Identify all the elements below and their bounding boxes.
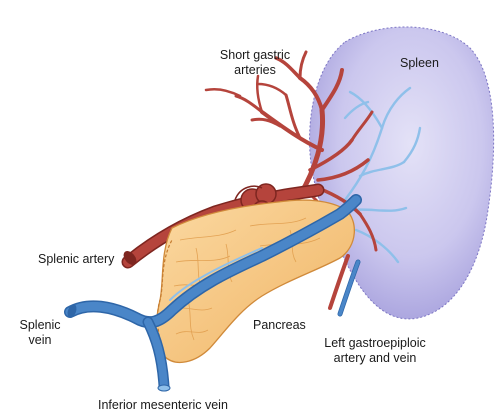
label-pancreas: Pancreas [253,318,306,332]
label-splenic-artery: Splenic artery [38,252,115,266]
label-line: arteries [234,63,276,77]
splenic-vein [64,194,362,329]
left-gastroepiploic-vessels [328,254,361,317]
label-line: Splenic [19,318,61,332]
label-line: Short gastric [219,48,291,62]
label-short-gastric-arteries: Short gastric arteries [200,48,310,78]
label-line: Left gastroepiploic [324,336,426,350]
label-splenic-vein: Splenic vein [10,318,70,348]
label-inferior-mesenteric-vein: Inferior mesenteric vein [98,398,228,412]
inferior-mesenteric-vein [142,316,171,392]
label-spleen: Spleen [400,56,439,70]
label-line: vein [28,333,52,347]
label-left-gastroepiploic: Left gastroepiploic artery and vein [300,336,450,366]
label-line: artery and vein [333,351,417,365]
